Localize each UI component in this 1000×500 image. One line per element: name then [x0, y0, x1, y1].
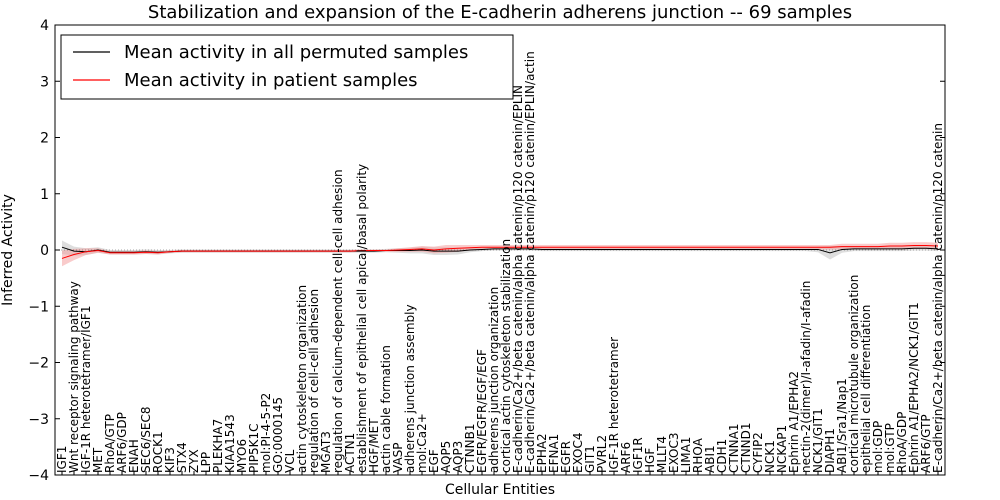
x-tick-label: CTNNB1 [463, 423, 477, 473]
legend-box [60, 34, 514, 100]
x-tick-label: EGFR/EGFR/EGF/EGF [475, 349, 489, 473]
x-tick-label: CDH1 [715, 439, 729, 473]
x-tick-label: EXOC3 [667, 433, 681, 474]
x-tick-label: GO:0000145 [271, 397, 285, 473]
x-tick-label: MYO6 [235, 439, 249, 473]
x-tick-label: MLLT4 [655, 436, 669, 473]
x-tick-label: actin cable formation [379, 345, 393, 473]
y-tick-label: −2 [28, 356, 49, 372]
y-tick-label: 3 [40, 74, 49, 90]
y-axis-ticks: −4 −3 −2 −1 0 1 2 3 4 [28, 18, 945, 484]
x-tick-label: ZYX [187, 449, 201, 473]
series-lines [55, 245, 945, 259]
x-tick-label: NCK1/GIT1 [811, 408, 825, 473]
x-tick-label: IGF-1R heterotetramer/IGF1 [79, 306, 93, 473]
x-tick-label: IGF1R [631, 437, 645, 473]
x-tick-label: RhoA/GTP [103, 414, 117, 473]
x-tick-label: PLEKHA7 [211, 419, 225, 473]
x-tick-label: EFNA1 [547, 434, 561, 473]
x-tick-label: EGFR [559, 441, 573, 473]
x-tick-label: STX4 [175, 442, 189, 473]
x-tick-label: LPP [199, 452, 213, 473]
x-tick-label: mol:PI-4-5-P2 [259, 393, 273, 473]
x-tick-label: AQP3 [451, 441, 465, 473]
x-tick-label: IGF1 [55, 446, 69, 473]
x-tick-label: VCL [283, 449, 297, 473]
x-tick-label: adherens junction assembly [403, 304, 417, 473]
x-tick-label: PIP5K1C [247, 423, 261, 473]
x-tick-label: cortical microtubule organization [847, 275, 861, 473]
x-tick-label: MGAT3 [319, 431, 333, 473]
x-tick-label: CTNNA1 [727, 423, 741, 473]
x-tick-label: LIMA1 [679, 437, 693, 473]
x-tick-label: ARF6/GDP [115, 412, 129, 473]
x-tick-label: KIF3 [163, 447, 177, 473]
y-axis-label: Inferred Activity [0, 194, 16, 306]
x-tick-label: CYFIP2 [751, 432, 765, 473]
legend-label-permuted: Mean activity in all permuted samples [124, 42, 468, 63]
x-tick-label: EGF [427, 449, 441, 473]
y-tick-label: 1 [40, 187, 49, 203]
x-tick-label: CTNND1 [739, 422, 753, 473]
x-tick-label: nectin-2(dimer)/I-afadin/I-afadin [799, 281, 813, 473]
x-tick-label: mol:Ca2+ [415, 413, 429, 473]
x-tick-label: RHOA [691, 437, 705, 473]
x-tick-label: Wnt receptor signaling pathway [67, 281, 81, 473]
x-tick-label: E-cadherin/Ca2+/beta catenin/alpha caten… [523, 51, 537, 473]
x-tick-label: EPHA2 [535, 433, 549, 473]
x-tick-label: ABI1 [703, 445, 717, 473]
y-tick-label: 4 [40, 18, 49, 34]
x-tick-label: GIT1 [583, 445, 597, 473]
x-tick-label: mol:GTP [883, 423, 897, 473]
x-tick-label: establishment of epithelial cell apical/… [355, 164, 369, 473]
legend-label-patient: Mean activity in patient samples [124, 70, 418, 91]
x-tick-label: PVRL2 [595, 435, 609, 473]
series-band-1 [62, 242, 938, 267]
x-tick-label: AQP5 [439, 441, 453, 473]
x-tick-label: DIAPH1 [823, 428, 837, 473]
x-tick-label: HGF [643, 448, 657, 473]
x-tick-label: ENAH [127, 439, 141, 473]
x-tick-label: ARF6/GTP [919, 414, 933, 473]
x-tick-label: IGF-1R heterotetramer [607, 337, 621, 473]
x-tick-label: ROCK1 [151, 431, 165, 473]
y-tick-label: −3 [28, 412, 49, 428]
x-tick-label: mol:GDP [871, 421, 885, 473]
x-tick-label: epithelial cell differentiation [859, 305, 873, 473]
y-tick-label: −1 [28, 299, 49, 315]
x-tick-label: regulation of cell-cell adhesion [307, 289, 321, 473]
x-tick-label: MET [91, 447, 105, 473]
x-tick-label: VASP [391, 442, 405, 473]
x-tick-label: RhoA/GDP [895, 412, 909, 473]
x-axis-label: Cellular Entities [445, 482, 555, 498]
legend: Mean activity in all permuted samples Me… [60, 34, 514, 100]
x-tick-label: E-cadherin/Ca2+/beta catenin/alpha caten… [931, 123, 945, 473]
x-tick-label: ACTN1 [343, 433, 357, 473]
x-tick-label: HGF/MET [367, 418, 381, 473]
y-tick-label: −4 [28, 468, 49, 484]
series-line-1 [61, 245, 939, 259]
x-tick-label: regulation of calcium-dependent cell-cel… [331, 169, 345, 473]
x-tick-label: KIAA1543 [223, 414, 237, 473]
y-tick-label: 2 [40, 131, 49, 147]
y-tick-label: 0 [40, 243, 49, 259]
x-tick-label: ARF6 [619, 442, 633, 473]
x-tick-label: adherens junction organization [487, 287, 501, 473]
x-tick-label: actin cytoskeleton organization [295, 285, 309, 473]
x-tick-label: ABI1/Sra1/Nap1 [835, 378, 849, 473]
x-tick-label: EXOC4 [571, 433, 585, 474]
x-tick-label: SEC6/SEC8 [139, 407, 153, 473]
x-tick-label: NCKAP1 [775, 425, 789, 473]
plot-frame [54, 24, 946, 476]
chart-title: Stabilization and expansion of the E-cad… [148, 2, 852, 23]
x-tick-label: Ephrin A1/EPHA2 [787, 371, 801, 473]
x-tick-label: cortical actin cytoskeleton stabilizatio… [499, 239, 513, 473]
x-tick-label: Ephrin A1/EPHA2/NCK1/GIT1 [907, 302, 921, 473]
x-tick-label: NCK1 [763, 440, 777, 473]
x-tick-label: E-cadherin/Ca2+/beta catenin/alpha caten… [511, 85, 525, 473]
